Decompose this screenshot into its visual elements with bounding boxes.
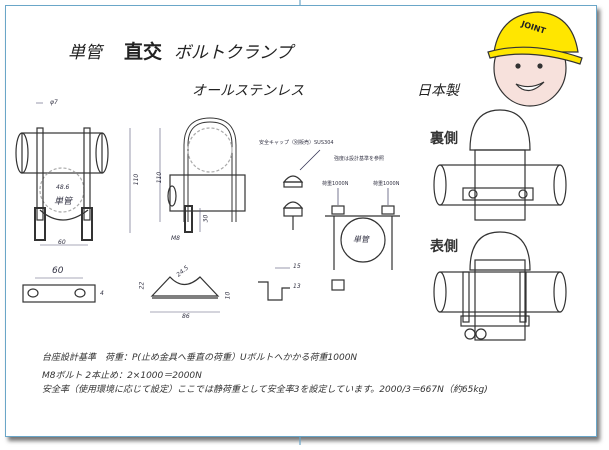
note-line-1: 台座設計基準 荷重：P(止め金具へ垂直の荷重）Uボルトへかかる荷重1000N [42, 353, 358, 363]
back-view-drawing [433, 109, 567, 221]
saddle-part [150, 276, 220, 313]
height-dim: 110 [133, 173, 141, 186]
pipe-label: 単管 [54, 197, 73, 207]
load-diagram [325, 188, 400, 291]
cap-detail [282, 149, 321, 230]
origin-label: 日本製 [417, 83, 459, 99]
ubolt-side-view [159, 117, 246, 233]
title-pipe: 単管 [68, 43, 102, 63]
plate-width-dim: 60 [52, 266, 64, 276]
bracket-part [258, 267, 290, 301]
bracket-dim-1: 15 [293, 263, 301, 270]
side-height-dim: 110 [156, 171, 164, 184]
bracket-dim-2: 13 [293, 283, 301, 290]
safety-cap-label: 安全キャップ（別販売）SUS304 [259, 140, 334, 146]
note-line-2: M8ボルト 2本止め：2×1000＝2000N [42, 371, 202, 381]
back-side-label: 裏側 [430, 131, 458, 147]
bolt-dia-dim: φ7 [50, 99, 58, 106]
pipe-diameter: 48.6 [56, 184, 70, 191]
title-bolt-clamp: ボルトクランプ [174, 43, 293, 63]
plate-part [22, 277, 96, 303]
strength-note: 強度は設計基準を参照 [334, 156, 385, 162]
front-side-label: 表側 [430, 239, 458, 255]
saddle-base-dim: 10 [224, 291, 232, 300]
material-label: オールステンレス [192, 83, 304, 99]
thread-length-dim: 30 [202, 214, 210, 223]
load-left-label: 荷重1000N [322, 181, 349, 187]
width-dim: 60 [58, 239, 66, 246]
plate-thickness-dim: 4 [100, 290, 104, 297]
saddle-width-dim: 86 [182, 313, 190, 320]
saddle-height-dim: 22 [138, 281, 146, 290]
load-right-label: 荷重1000N [373, 181, 400, 187]
pipe-label-2: 単管 [353, 235, 369, 244]
thread-dim: M8 [171, 235, 180, 242]
note-line-3: 安全率（使用環境に応じて設定）ここでは静荷重として安全率3を設定しています。20… [42, 385, 488, 395]
front-view-drawing [433, 231, 567, 341]
title-orthogonal: 直交 [124, 41, 163, 63]
mascot-logo [487, 11, 583, 107]
clamp-front-view [15, 102, 131, 246]
